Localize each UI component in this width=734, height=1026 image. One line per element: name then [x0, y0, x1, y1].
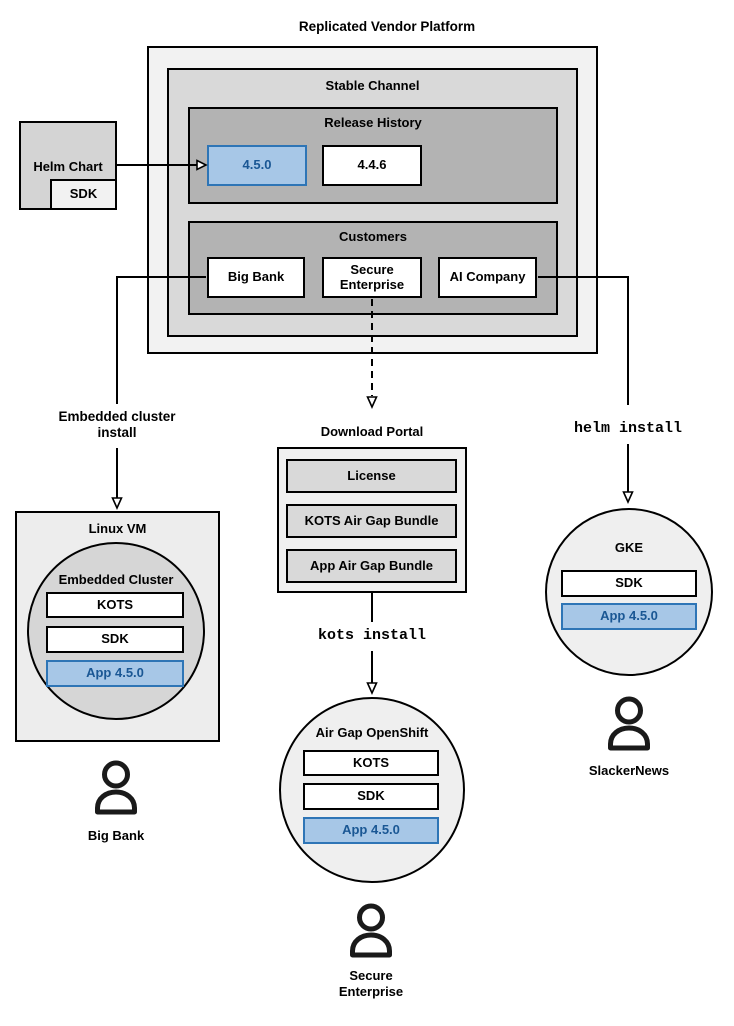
- diagram-title: Replicated Vendor Platform: [298, 19, 476, 34]
- embedded-sdk-chip: SDK: [46, 626, 184, 653]
- arrowhead-to-linux-vm: [111, 497, 123, 510]
- release-version-current: 4.5.0: [207, 145, 307, 186]
- slackernews-user-icon: [604, 696, 654, 753]
- release-version-previous: 4.4.6: [322, 145, 422, 186]
- kots-install-command: kots install: [317, 627, 427, 644]
- arrowhead-to-gke: [622, 491, 634, 504]
- gke-sdk-chip: SDK: [561, 570, 697, 597]
- embedded-cluster-label: Embedded Cluster: [58, 572, 174, 587]
- portal-item-app-bundle: App Air Gap Bundle: [286, 549, 457, 583]
- helm-chart-sdk-chip: SDK: [50, 179, 117, 210]
- download-portal-label: Download Portal: [320, 424, 424, 439]
- portal-item-kots-bundle: KOTS Air Gap Bundle: [286, 504, 457, 538]
- openshift-sdk-chip: SDK: [303, 783, 439, 810]
- linux-vm-label: Linux VM: [88, 521, 147, 536]
- openshift-kots-chip: KOTS: [303, 750, 439, 776]
- big-bank-user-label: Big Bank: [87, 828, 145, 843]
- embedded-install-label: Embedded cluster install: [58, 409, 176, 441]
- helm-install-command: helm install: [573, 420, 683, 437]
- release-history-label: Release History: [324, 115, 422, 130]
- slackernews-user-label: SlackerNews: [588, 763, 670, 778]
- big-bank-user-icon: [91, 760, 141, 817]
- air-gap-openshift-label: Air Gap OpenShift: [315, 725, 429, 740]
- customer-secure-enterprise: Secure Enterprise: [322, 257, 422, 298]
- stable-channel-label: Stable Channel: [325, 78, 420, 93]
- portal-item-license: License: [286, 459, 457, 493]
- secure-enterprise-user-label: Secure Enterprise: [338, 968, 404, 999]
- arrowhead-to-download-portal: [366, 396, 378, 409]
- customers-label: Customers: [339, 229, 407, 244]
- customer-ai-company: AI Company: [438, 257, 537, 298]
- gke-label: GKE: [614, 540, 644, 555]
- helm-chart-label: Helm Chart: [33, 159, 103, 174]
- embedded-kots-chip: KOTS: [46, 592, 184, 618]
- customer-big-bank: Big Bank: [207, 257, 305, 298]
- gke-app-chip: App 4.5.0: [561, 603, 697, 630]
- openshift-app-chip: App 4.5.0: [303, 817, 439, 844]
- embedded-app-chip: App 4.5.0: [46, 660, 184, 687]
- arrowhead-to-openshift: [366, 682, 378, 695]
- secure-enterprise-user-icon: [346, 903, 396, 960]
